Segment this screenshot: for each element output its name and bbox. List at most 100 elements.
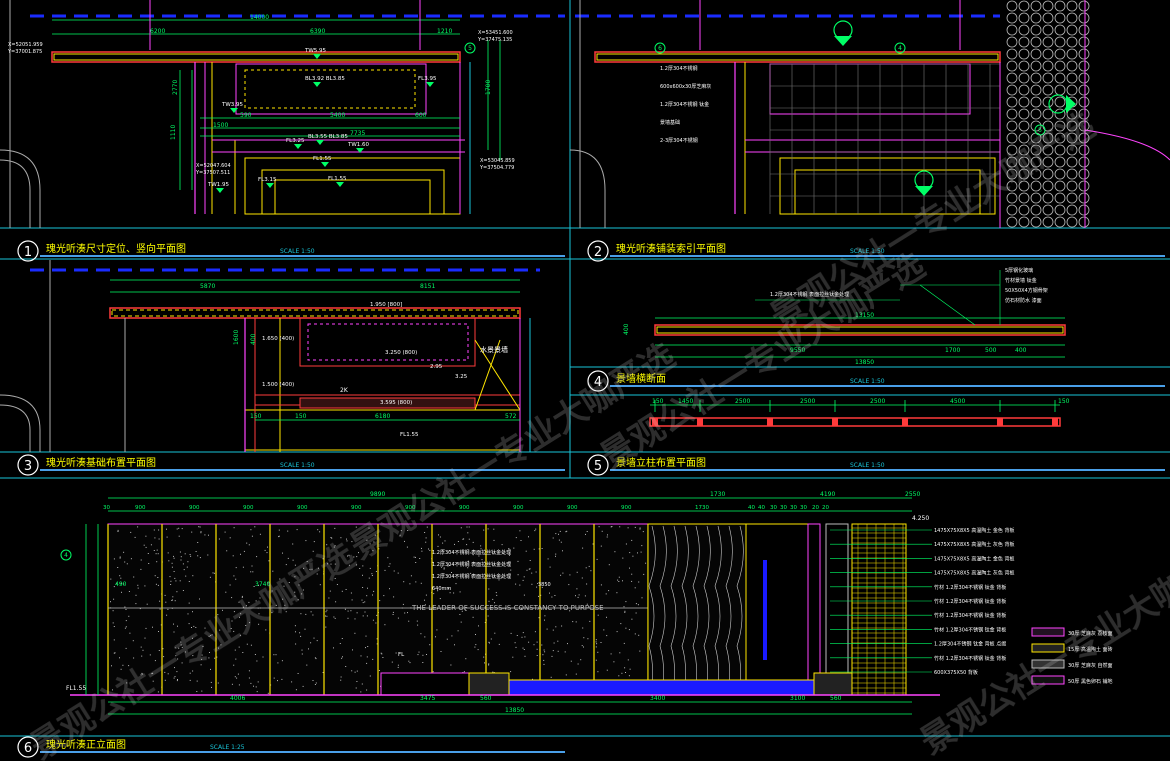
granite-speckle — [465, 610, 467, 611]
p3-level-mark: FL1.55 — [400, 432, 419, 438]
granite-speckle — [522, 647, 524, 649]
granite-speckle — [250, 644, 252, 646]
granite-speckle — [258, 613, 260, 615]
granite-speckle — [248, 544, 250, 546]
granite-speckle — [538, 617, 540, 619]
granite-speckle — [585, 533, 586, 535]
granite-speckle — [438, 534, 439, 536]
pebble-circle — [1078, 36, 1090, 48]
column-post — [902, 418, 908, 426]
granite-speckle — [361, 599, 363, 601]
granite-speckle — [590, 570, 592, 572]
p1-coordinate: Y=37504.779 — [479, 165, 514, 171]
p6-legend-label: 15厚 高温陶土 面砖 — [1068, 646, 1113, 653]
granite-speckle — [639, 650, 641, 652]
granite-speckle — [358, 552, 359, 554]
granite-speckle — [424, 532, 426, 533]
granite-speckle — [557, 640, 559, 642]
pebble-circle — [1018, 192, 1030, 204]
granite-speckle — [542, 654, 544, 656]
granite-speckle — [191, 531, 193, 533]
section-marker — [894, 42, 906, 54]
granite-speckle — [463, 551, 465, 553]
p3-dimension: 6180 — [375, 413, 390, 420]
p1-coordinate: X=52051.959 — [8, 42, 43, 48]
marble-vein — [692, 525, 700, 692]
granite-speckle — [278, 536, 280, 538]
p3-level-mark: 3.595 (800) — [380, 400, 412, 406]
granite-speckle — [366, 662, 368, 664]
granite-speckle — [399, 534, 401, 536]
granite-speckle — [625, 543, 627, 545]
granite-speckle — [271, 612, 273, 614]
granite-speckle — [395, 652, 397, 654]
granite-speckle — [407, 530, 409, 531]
granite-speckle — [397, 617, 399, 619]
granite-speckle — [182, 590, 184, 591]
granite-speckle — [177, 679, 178, 680]
p3-dimension: 1600 — [233, 330, 240, 345]
granite-speckle — [125, 647, 127, 649]
granite-speckle — [595, 641, 597, 643]
p6-sub-dimension: 30 — [800, 505, 807, 511]
granite-speckle — [488, 641, 490, 643]
granite-speckle — [193, 625, 195, 627]
granite-speckle — [494, 602, 495, 604]
granite-speckle — [329, 590, 331, 592]
pebble-circle — [1006, 180, 1018, 192]
granite-speckle — [326, 615, 328, 617]
granite-speckle — [461, 610, 463, 612]
p6-total-dimension: 13850 — [505, 707, 524, 714]
granite-speckle — [439, 598, 441, 600]
p3-level-mark: 1.650 (400) — [262, 336, 294, 342]
granite-speckle — [622, 580, 623, 582]
granite-speckle — [167, 552, 169, 554]
granite-speckle — [125, 620, 127, 622]
granite-speckle — [502, 552, 504, 554]
level-triangle — [313, 54, 321, 59]
granite-speckle — [541, 548, 543, 549]
granite-speckle — [279, 578, 281, 580]
granite-speckle — [508, 548, 510, 549]
granite-speckle — [572, 621, 574, 623]
p3-dimension: 8151 — [420, 283, 435, 290]
p6-level-right: 4.250 — [912, 515, 929, 522]
pebble-circle — [1006, 12, 1018, 24]
granite-speckle — [125, 626, 127, 628]
pebble-circle — [1030, 0, 1042, 12]
granite-speckle — [294, 595, 296, 597]
granite-speckle — [137, 526, 139, 528]
p6-sub-dimension: 1730 — [695, 505, 709, 511]
granite-speckle — [610, 526, 612, 528]
granite-speckle — [134, 536, 136, 538]
granite-speckle — [119, 575, 121, 577]
granite-speckle — [298, 584, 300, 586]
granite-speckle — [623, 642, 625, 644]
granite-speckle — [294, 591, 296, 593]
p4-dimension: 400 — [623, 323, 630, 335]
granite-speckle — [444, 540, 446, 542]
granite-speckle — [422, 662, 424, 663]
panel-number-circle — [587, 454, 609, 476]
granite-speckle — [172, 599, 173, 601]
pebble-circle — [1066, 84, 1078, 96]
granite-speckle — [606, 669, 608, 671]
granite-speckle — [368, 527, 370, 529]
granite-speckle — [583, 646, 584, 648]
granite-speckle — [546, 628, 548, 630]
granite-speckle — [417, 654, 419, 656]
granite-speckle — [387, 557, 389, 559]
panel-title-text: 瑰光听湊基础布置平面图 — [46, 456, 156, 469]
p1-coordinate: X=52047.604 — [196, 163, 231, 169]
granite-speckle — [248, 601, 250, 603]
granite-speckle — [174, 577, 176, 579]
granite-speckle — [175, 580, 177, 582]
granite-speckle — [184, 553, 186, 555]
granite-speckle — [255, 600, 257, 602]
granite-speckle — [366, 689, 368, 691]
p3-label: 2K — [340, 387, 349, 394]
granite-speckle — [281, 678, 283, 680]
granite-speckle — [404, 540, 405, 542]
granite-speckle — [470, 552, 472, 554]
p6-top-dimension: 9890 — [370, 491, 385, 498]
